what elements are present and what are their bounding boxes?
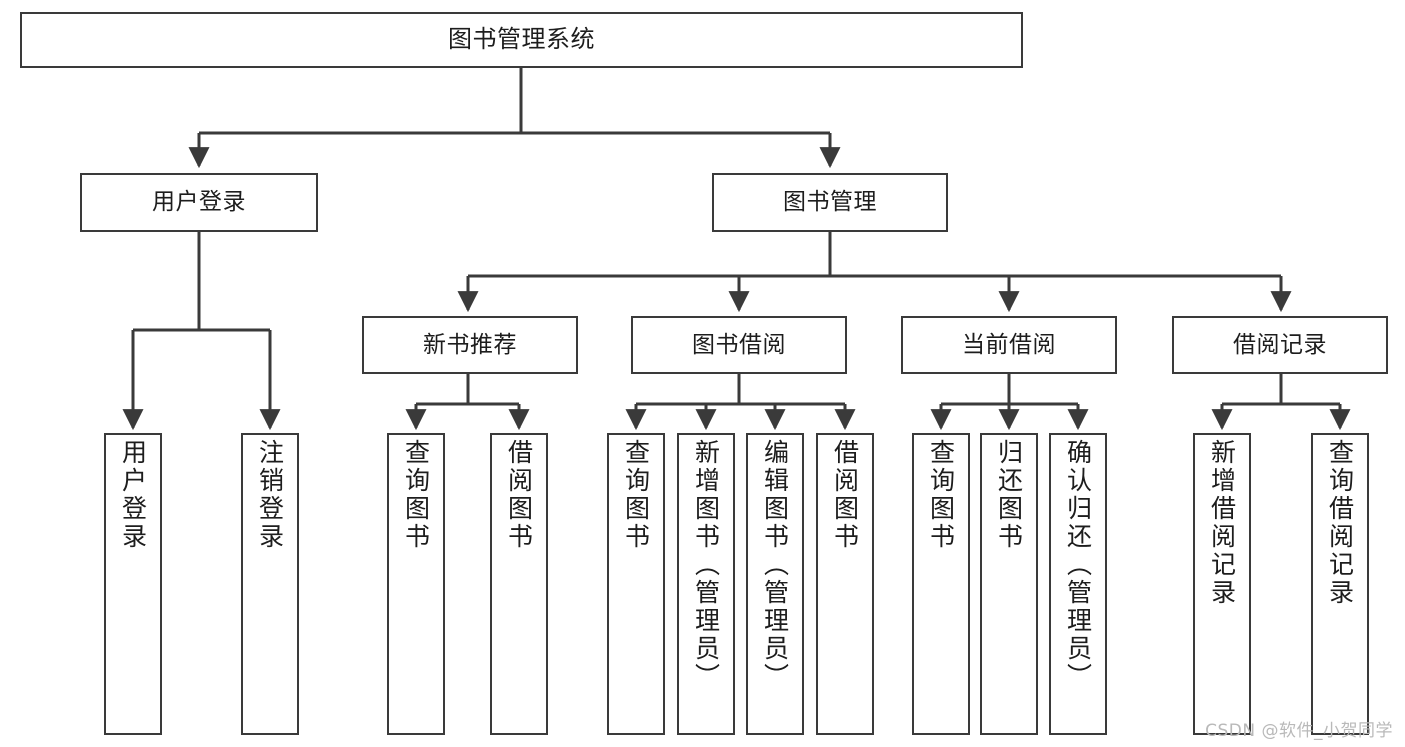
leaf-current-query-book[interactable]: 查询图书 — [912, 433, 970, 735]
node-label: 注销登录 — [255, 439, 285, 551]
node-label: 图书管理 — [783, 189, 877, 216]
node-label: 当前借阅 — [962, 331, 1056, 358]
node-book-management[interactable]: 图书管理 — [712, 173, 948, 232]
node-label: 查询图书 — [401, 439, 431, 551]
leaf-borrow-add-book-admin[interactable]: 新增图书（管理员） — [677, 433, 735, 735]
node-label: 确认归还（管理员） — [1063, 439, 1093, 691]
leaf-record-query-record[interactable]: 查询借阅记录 — [1311, 433, 1369, 735]
node-label: 图书管理系统 — [448, 25, 595, 54]
leaf-borrow-borrow-book[interactable]: 借阅图书 — [816, 433, 874, 735]
node-new-book-recommendation[interactable]: 新书推荐 — [362, 316, 578, 374]
leaf-current-return-book[interactable]: 归还图书 — [980, 433, 1038, 735]
node-label: 借阅图书 — [830, 439, 860, 551]
node-label: 新增借阅记录 — [1207, 439, 1237, 607]
node-label: 图书借阅 — [692, 331, 786, 358]
node-user-login[interactable]: 用户登录 — [80, 173, 318, 232]
node-label: 借阅图书 — [504, 439, 534, 551]
node-label: 查询图书 — [621, 439, 651, 551]
csdn-watermark: CSDN @软件_小贺同学 — [1205, 721, 1393, 741]
leaf-record-add-record[interactable]: 新增借阅记录 — [1193, 433, 1251, 735]
leaf-borrow-query-book[interactable]: 查询图书 — [607, 433, 665, 735]
leaf-newbook-query-book[interactable]: 查询图书 — [387, 433, 445, 735]
node-label: 查询借阅记录 — [1325, 439, 1355, 607]
leaf-user-login[interactable]: 用户登录 — [104, 433, 162, 735]
node-current-borrow[interactable]: 当前借阅 — [901, 316, 1117, 374]
node-label: 查询图书 — [926, 439, 956, 551]
node-book-borrow[interactable]: 图书借阅 — [631, 316, 847, 374]
node-label: 归还图书 — [994, 439, 1024, 551]
node-label: 新书推荐 — [423, 331, 517, 358]
node-label: 用户登录 — [152, 189, 246, 216]
leaf-logout[interactable]: 注销登录 — [241, 433, 299, 735]
leaf-current-confirm-return-admin[interactable]: 确认归还（管理员） — [1049, 433, 1107, 735]
node-label: 新增图书（管理员） — [691, 439, 721, 691]
node-borrow-record[interactable]: 借阅记录 — [1172, 316, 1388, 374]
node-label: 用户登录 — [118, 439, 148, 551]
node-root-library-system[interactable]: 图书管理系统 — [20, 12, 1023, 68]
node-label: 编辑图书（管理员） — [760, 439, 790, 691]
leaf-borrow-edit-book-admin[interactable]: 编辑图书（管理员） — [746, 433, 804, 735]
node-label: 借阅记录 — [1233, 331, 1327, 358]
leaf-newbook-borrow-book[interactable]: 借阅图书 — [490, 433, 548, 735]
